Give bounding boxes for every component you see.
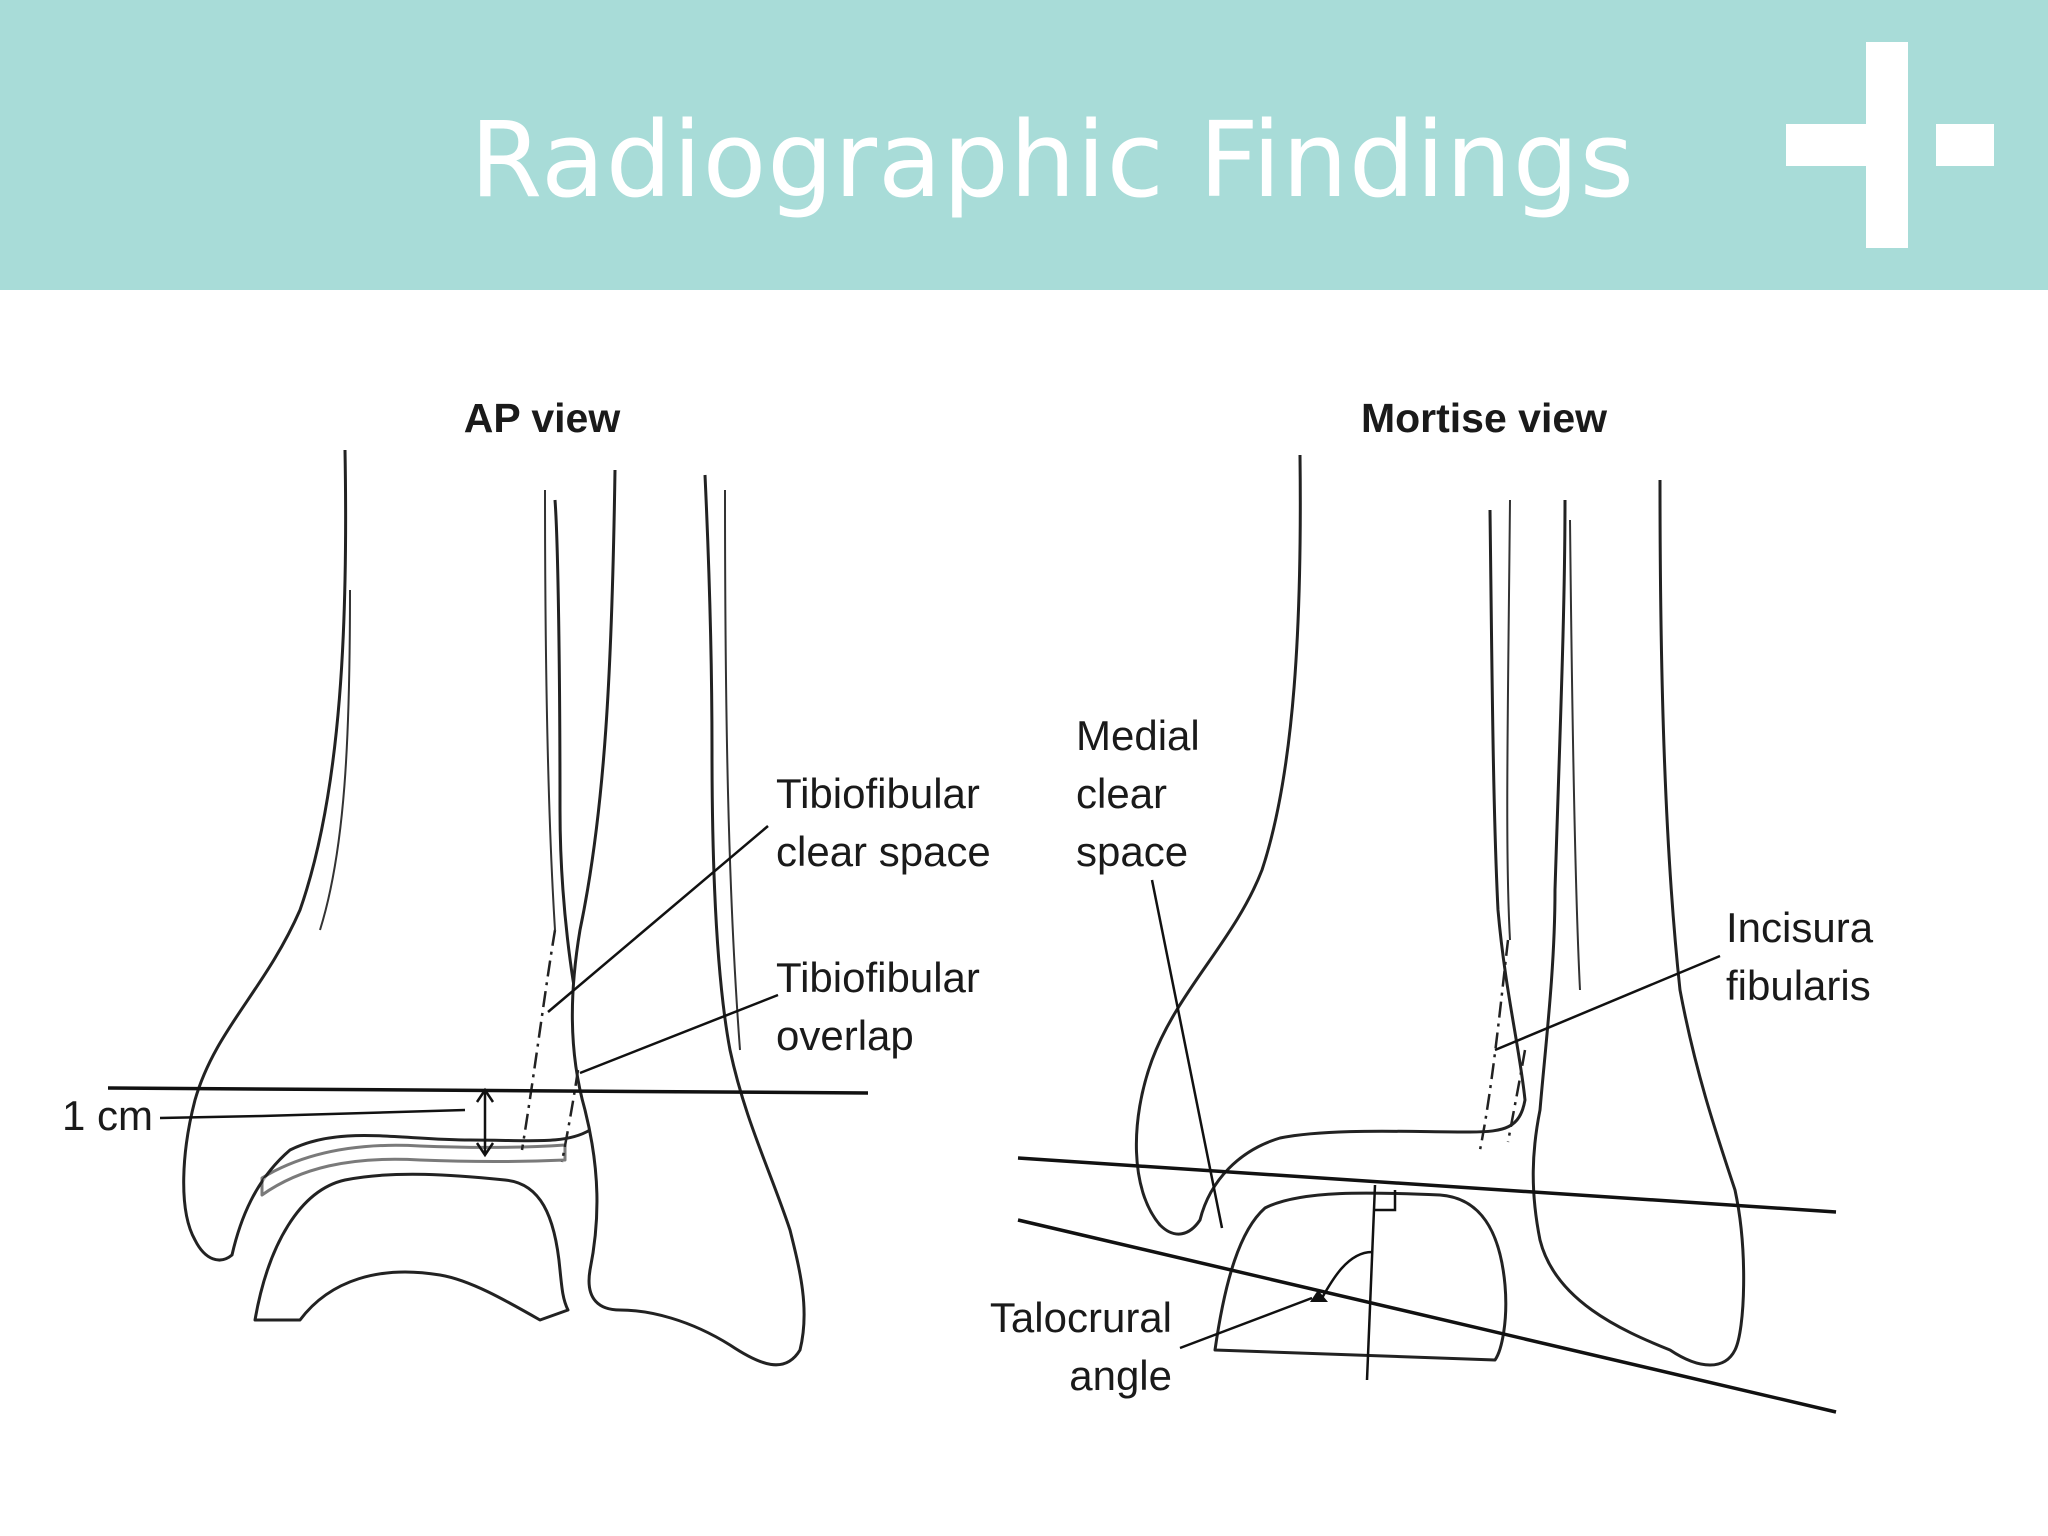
- tibiofibular-clear-space-label-line2: clear space: [776, 828, 991, 875]
- mortise-view-title: Mortise view: [1361, 395, 1607, 441]
- ap-view-drawing: [107, 449, 869, 1367]
- talocrural-angle-label-line1: Talocrural: [990, 1294, 1172, 1341]
- mortise-view-drawing: [1017, 454, 1837, 1414]
- incisura-fibularis-label-line1: Incisura: [1726, 904, 1874, 951]
- mortise-tibia: [1134, 454, 1527, 1236]
- ap-fibula: [570, 469, 806, 1367]
- tibiofibular-overlap-label-line1: Tibiofibular: [776, 954, 980, 1001]
- ankle-radiograph-diagram: AP view Tibiofibular clear space Tibiofi…: [0, 290, 2048, 1536]
- ap-talus: [253, 1172, 570, 1322]
- ap-tibia: [182, 449, 597, 1262]
- mortise-fibula: [1531, 479, 1746, 1367]
- slide-header: Radiographic Findings: [0, 0, 2048, 290]
- medial-clear-space-label-line1: Medial: [1076, 712, 1200, 759]
- plus-logo-icon: [1786, 42, 1994, 248]
- one-cm-label: 1 cm: [62, 1092, 153, 1139]
- medial-clear-space-label-line3: space: [1076, 828, 1188, 875]
- slide-title: Radiographic Findings: [470, 99, 1635, 221]
- tibiofibular-clear-space-label-line1: Tibiofibular: [776, 770, 980, 817]
- tibiofibular-overlap-label-line2: overlap: [776, 1012, 914, 1059]
- talocrural-angle-label-line2: angle: [1069, 1352, 1172, 1399]
- ap-view-title: AP view: [464, 395, 621, 441]
- medial-clear-space-label-line2: clear: [1076, 770, 1167, 817]
- incisura-fibularis-label-line2: fibularis: [1726, 962, 1871, 1009]
